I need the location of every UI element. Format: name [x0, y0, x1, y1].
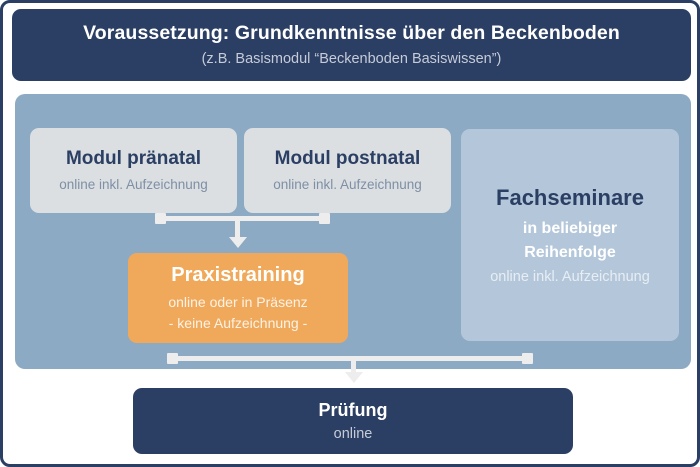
praxistraining-title: Praxistraining [171, 264, 305, 286]
module-card-postnatal: Modul postnatal online inkl. Aufzeichnun… [244, 128, 451, 213]
connector-node-right-bottom [522, 353, 533, 364]
module-postnatal-subtitle: online inkl. Aufzeichnung [273, 177, 422, 193]
pruefung-card: Prüfung online [133, 388, 573, 454]
pruefung-subtitle: online [333, 425, 373, 442]
fachseminare-subtitle: online inkl. Aufzeichnung [490, 268, 650, 285]
connector-node-right-top [319, 213, 330, 224]
prerequisite-title: Voraussetzung: Grundkenntnisse über den … [83, 22, 620, 45]
fachseminare-title: Fachseminare [496, 184, 644, 210]
pruefung-title: Prüfung [318, 399, 388, 420]
fachseminare-line-2: Reihenfolge [524, 244, 616, 262]
module-praenatal-subtitle: online inkl. Aufzeichnung [59, 177, 208, 193]
connector-stem-bottom [351, 358, 356, 374]
connector-bar-bottom [172, 356, 527, 361]
prerequisite-header-box: Voraussetzung: Grundkenntnisse über den … [12, 9, 691, 81]
connector-arrow-down-bottom-icon [345, 372, 363, 383]
module-postnatal-title: Modul postnatal [274, 148, 421, 170]
fachseminare-card: Fachseminare in beliebiger Reihenfolge o… [461, 129, 679, 341]
module-card-praenatal: Modul pränatal online inkl. Aufzeichnung [30, 128, 237, 213]
connector-arrow-down-top-icon [229, 237, 247, 248]
connector-bar-top [160, 216, 324, 221]
connector-stem-top [235, 218, 240, 239]
module-praenatal-title: Modul pränatal [65, 148, 202, 170]
fachseminare-line-1: in beliebiger [522, 219, 618, 237]
prerequisite-subtitle: (z.B. Basismodul “Beckenboden Basiswisse… [201, 50, 502, 67]
praxistraining-card: Praxistraining online oder in Präsenz - … [128, 253, 348, 343]
praxistraining-subtitle-1: online oder in Präsenz [168, 294, 308, 310]
praxistraining-subtitle-2: - keine Aufzeichnung - [168, 314, 308, 331]
